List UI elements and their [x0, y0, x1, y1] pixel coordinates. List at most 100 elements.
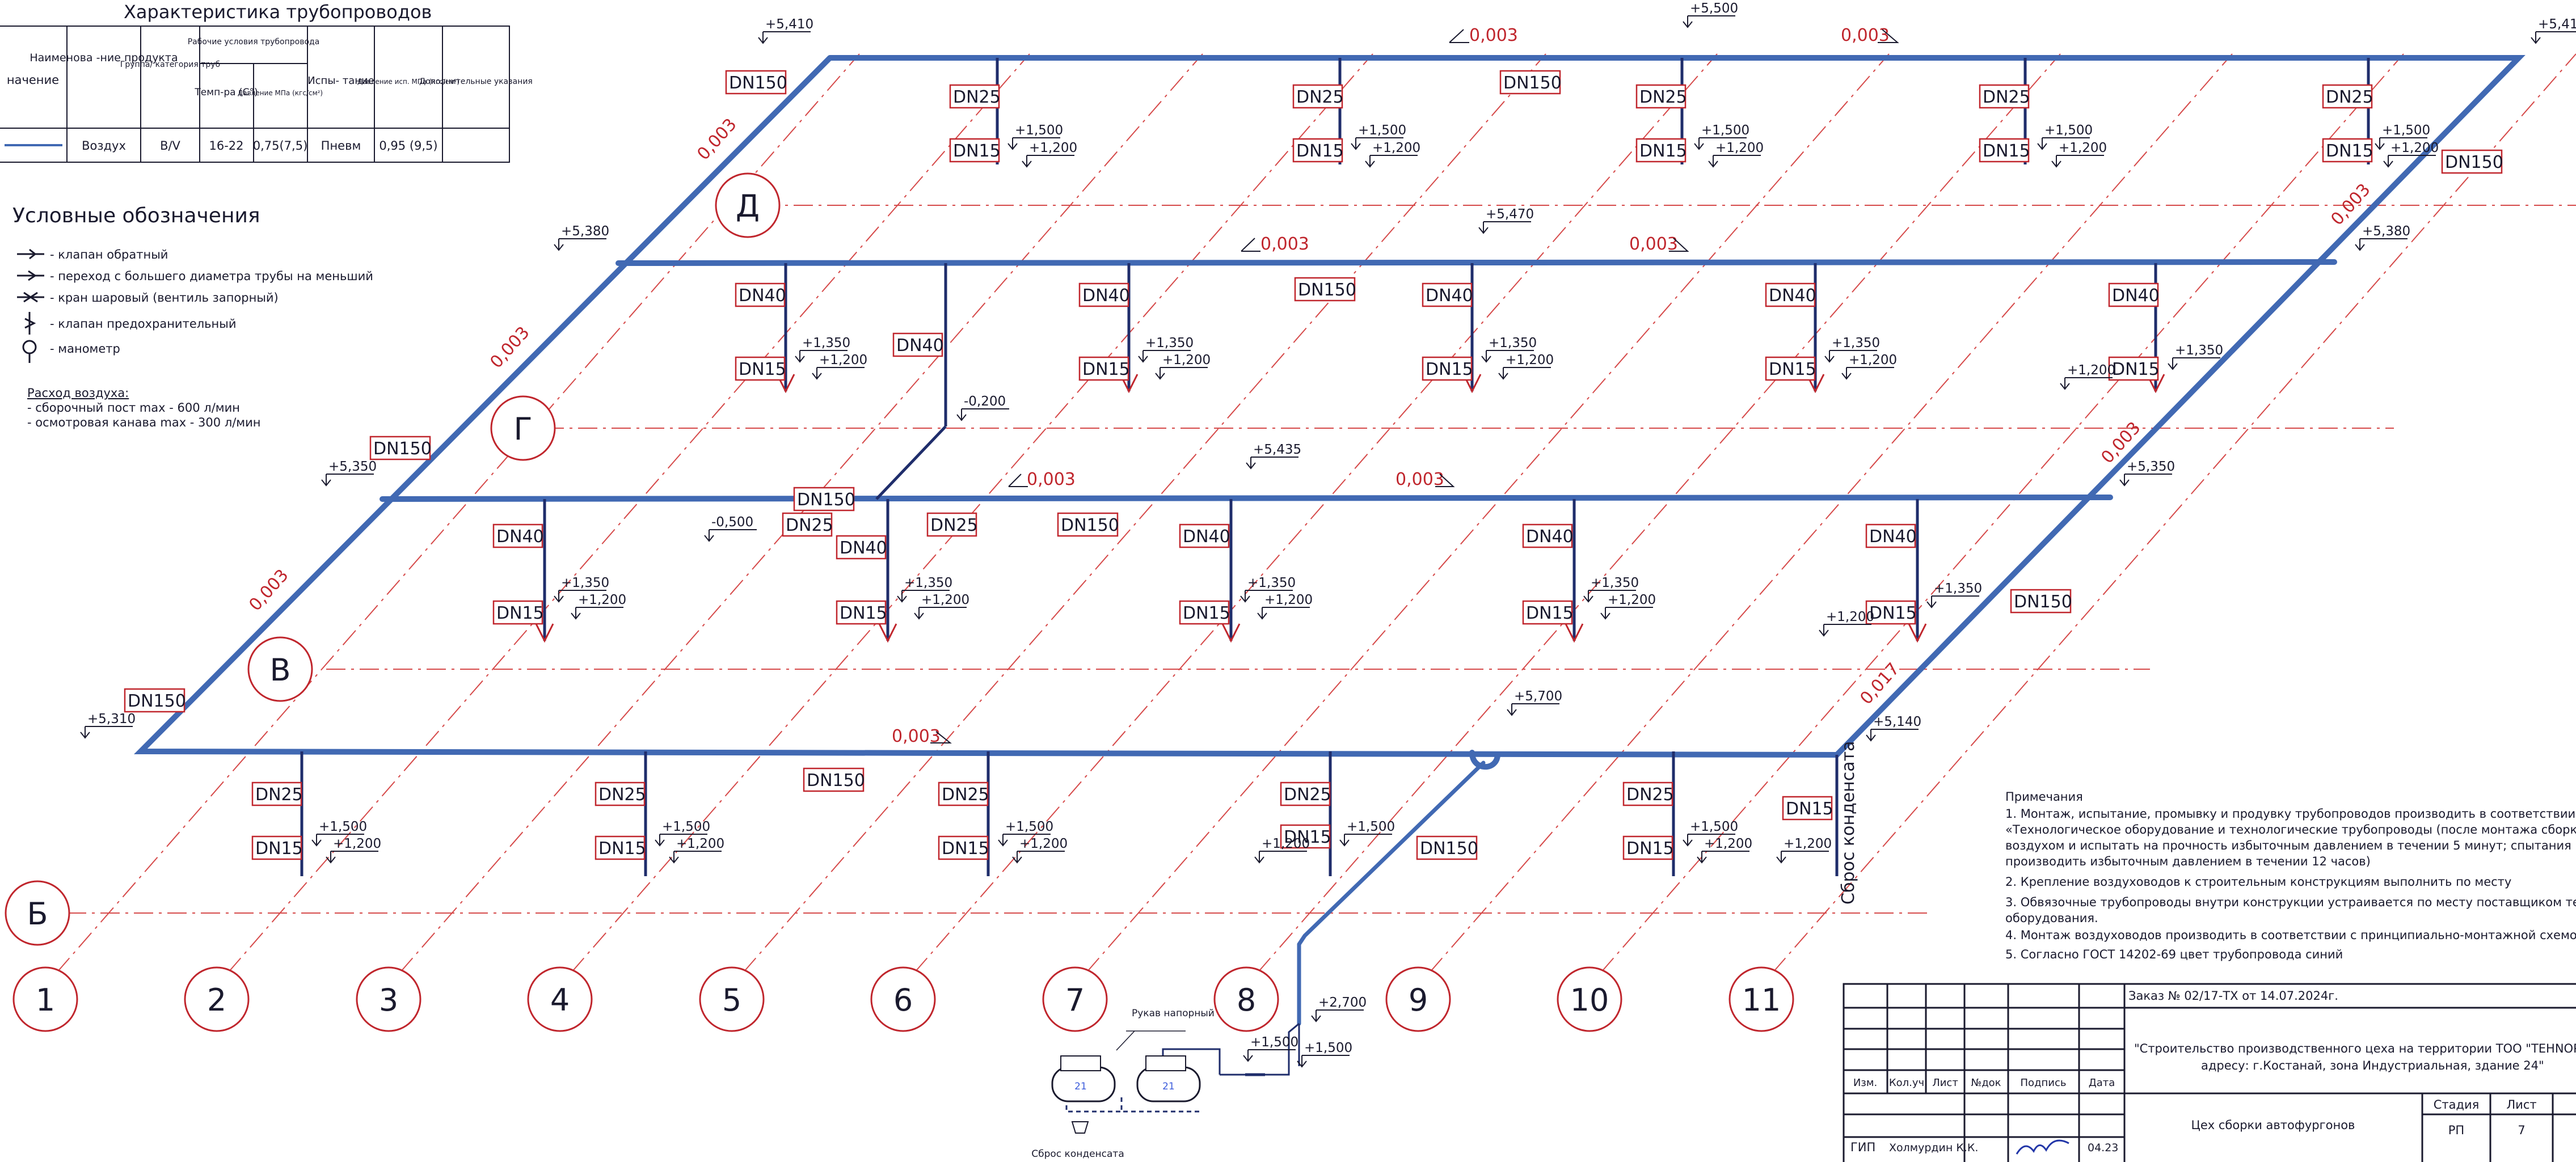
svg-text:DN15: DN15	[953, 141, 1001, 161]
svg-text:DN40: DN40	[496, 527, 544, 547]
svg-text:Рабочие условия трубопровода: Рабочие условия трубопровода	[188, 37, 320, 47]
svg-text:11: 11	[1742, 982, 1781, 1018]
svg-text:адресу: г.Костанай, зона Индус: адресу: г.Костанай, зона Индустриальная,…	[2201, 1059, 2544, 1072]
axis-row-g: Г	[490, 395, 556, 461]
axis-row-d: Д	[715, 172, 781, 238]
svg-text:+5,435: +5,435	[1253, 442, 1301, 457]
svg-text:+1,350: +1,350	[561, 576, 609, 590]
svg-text:7: 7	[1065, 982, 1085, 1018]
svg-text:+5,310: +5,310	[87, 712, 136, 726]
elevation-mark: +1,350	[795, 336, 850, 363]
elevation-mark: +1,200	[1776, 836, 1832, 864]
dn-label-dn150: DN150	[725, 70, 787, 95]
slope-label: 0,003	[1027, 470, 1076, 489]
axis-col-6: 6	[870, 966, 936, 1032]
dn-label-dn15: DN15	[1635, 138, 1687, 163]
slope-label: 0,003	[1469, 26, 1518, 45]
svg-text:+1,500: +1,500	[1358, 123, 1406, 138]
svg-text:DN15: DN15	[942, 839, 989, 859]
svg-text:DN15: DN15	[739, 360, 786, 379]
dn-label-dn40: DN40	[1179, 523, 1230, 548]
svg-text:+1,200: +1,200	[1715, 141, 1764, 155]
svg-text:04.23: 04.23	[2088, 1142, 2118, 1154]
svg-text:9: 9	[1409, 982, 1428, 1018]
svg-text:21: 21	[1162, 1081, 1175, 1092]
svg-text:Давление МПа (кгс/см²): Давление МПа (кгс/см²)	[238, 89, 323, 97]
elevation-mark: -0,500	[704, 515, 757, 542]
svg-text:Подпись: Подпись	[2021, 1077, 2067, 1089]
svg-text:DN25: DN25	[255, 785, 303, 805]
axis-col-7: 7	[1042, 966, 1108, 1032]
svg-text:Лист: Лист	[2506, 1098, 2536, 1112]
svg-text:+1,200: +1,200	[2391, 141, 2439, 155]
svg-text:+1,200: +1,200	[1264, 593, 1313, 607]
svg-text:Наименова -ние продукта: Наименова -ние продукта	[29, 52, 178, 64]
svg-text:DN15: DN15	[1983, 141, 2030, 161]
axis-col-9: 9	[1385, 966, 1451, 1032]
svg-text:+1,200: +1,200	[578, 593, 626, 607]
hose-label: Рукав напорный	[1132, 1008, 1215, 1019]
svg-text:DN25: DN25	[1626, 785, 1674, 805]
dn-label-dn25: DN25	[938, 781, 989, 806]
svg-text:DN15: DN15	[1082, 360, 1130, 379]
svg-text:+1,350: +1,350	[1934, 581, 1982, 596]
elevation-mark: +5,140	[1866, 715, 1921, 742]
dn-label-dn40: DN40	[492, 523, 544, 548]
slope-label: 0,017	[1856, 659, 1903, 708]
dn-label-dn15: DN15	[1078, 356, 1130, 381]
svg-text:+1,500: +1,500	[1250, 1035, 1298, 1050]
svg-text:+1,200: +1,200	[1372, 141, 1420, 155]
elevation-mark: +1,500	[1683, 819, 1738, 847]
svg-text:DN15: DN15	[1426, 360, 1473, 379]
dn-label-dn40: DN40	[1765, 282, 1816, 307]
svg-text:3. Обвязочные трубопроводы вну: 3. Обвязочные трубопроводы внутри констр…	[2005, 895, 2576, 909]
elevation-mark: +1,500	[998, 819, 1053, 847]
row-axis-markers: Д Г В Б	[5, 172, 781, 946]
elevation-mark: +5,350	[321, 459, 377, 487]
dn-label-dn25: DN25	[949, 84, 1001, 109]
svg-text:+2,700: +2,700	[1318, 995, 1367, 1010]
air-receiver-2: 21	[1136, 1055, 1201, 1102]
svg-text:+5,140: +5,140	[1873, 715, 1921, 729]
svg-text:В: В	[269, 652, 290, 688]
svg-text:4. Монтаж воздуховодов произво: 4. Монтаж воздуховодов производить в соо…	[2005, 928, 2576, 942]
svg-text:Лист: Лист	[1932, 1077, 1958, 1089]
dn-label-dn15: DN15	[1782, 796, 1833, 821]
svg-text:DN25: DN25	[1983, 87, 2030, 107]
dn-label-dn150: DN150	[369, 436, 432, 460]
svg-text:DN40: DN40	[896, 336, 944, 356]
svg-text:Цех сборки автофургонов: Цех сборки автофургонов	[2191, 1118, 2355, 1132]
slope-label: 0,003	[1260, 234, 1309, 254]
dn-label-dn150: DN150	[793, 487, 855, 512]
axis-col-3: 3	[356, 966, 421, 1032]
dn-label-dn40: DN40	[1078, 282, 1130, 307]
svg-text:0,95 (9,5): 0,95 (9,5)	[379, 139, 437, 153]
elevation-mark: +1,350	[554, 576, 609, 603]
dn-label-dn25: DN25	[251, 781, 303, 806]
svg-text:DN15: DN15	[840, 603, 887, 623]
dn-label-dn150: DN150	[1499, 70, 1562, 95]
svg-text:DN15: DN15	[1639, 141, 1687, 161]
dn-label-dn40: DN40	[892, 332, 944, 357]
elevation-mark: +5,500	[1683, 1, 1738, 28]
elevation-mark: +1,500	[1694, 123, 1749, 150]
elevation-marks: +5,410+5,410+5,500+5,470+5,435+5,700+5,3…	[80, 1, 2576, 1068]
svg-text:Давление исп. МПа (кгс/см²): Давление исп. МПа (кгс/см²)	[357, 78, 459, 86]
svg-text:-0,200: -0,200	[964, 394, 1006, 409]
svg-text:21: 21	[1074, 1081, 1087, 1092]
elevation-mark: +1,200	[1257, 593, 1313, 620]
dn-label-dn25: DN25	[1622, 781, 1674, 806]
dn-label-dn25: DN25	[595, 781, 646, 806]
column-axis-markers: 1 2 3 4 5 6 7 8 9 10 11	[12, 966, 1794, 1032]
elevation-mark: +1,200	[812, 353, 867, 380]
svg-text:+1,500: +1,500	[1701, 123, 1749, 138]
elevation-mark: +1,200	[1012, 836, 1068, 864]
svg-text:- осмотровая канава max - 300: - осмотровая канава max - 300 л/мин	[27, 416, 261, 429]
svg-text:+5,380: +5,380	[2362, 224, 2410, 239]
svg-text:+1,350: +1,350	[1145, 336, 1194, 350]
svg-text:DN25: DN25	[953, 87, 1001, 107]
svg-text:+1,500: +1,500	[662, 819, 710, 834]
axis-col-8: 8	[1213, 966, 1279, 1032]
elevation-mark: +1,200	[2383, 141, 2439, 168]
